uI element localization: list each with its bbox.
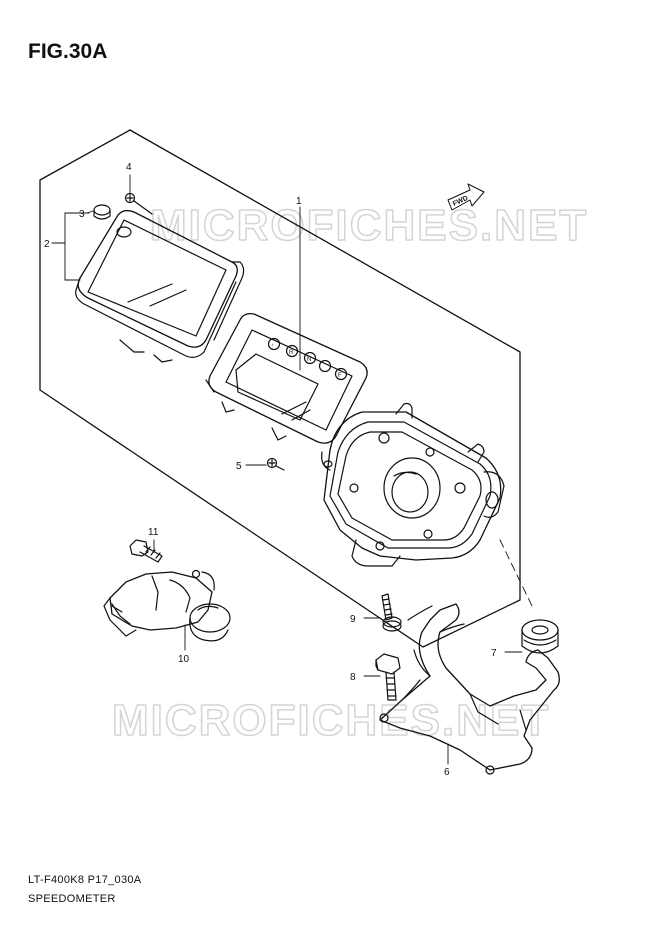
indicator-glyph: ↑ <box>271 343 274 349</box>
callout-2: 2 <box>44 239 50 250</box>
watermark-bottom: MICROFICHES.NET <box>112 696 550 745</box>
callout-9: 9 <box>350 614 356 625</box>
svg-text:F: F <box>338 373 342 379</box>
callout-5: 5 <box>236 461 242 472</box>
rubber-cap <box>93 204 111 220</box>
leader-lines <box>51 174 535 765</box>
sensor-bolt <box>129 539 163 563</box>
bolt <box>375 653 401 701</box>
watermark-top: MICROFICHES.NET <box>150 201 588 250</box>
callout-6: 6 <box>444 767 450 778</box>
callout-8: 8 <box>350 672 356 683</box>
callout-numbers: 1 2 3 4 5 6 7 8 9 10 11 <box>44 162 497 778</box>
callout-3: 3 <box>79 209 85 220</box>
callout-4: 4 <box>126 162 132 173</box>
meter-bracket <box>379 603 560 775</box>
meter-case <box>321 402 505 567</box>
callout-1: 1 <box>296 196 302 207</box>
svg-text:N: N <box>307 357 311 363</box>
speed-sensor <box>103 569 231 642</box>
callout-11: 11 <box>148 527 159 538</box>
diagram-code: LT-F400K8 P17_030A <box>28 874 142 886</box>
meter-cover <box>75 209 245 363</box>
grommet <box>521 619 559 654</box>
callout-10: 10 <box>178 654 190 665</box>
tapping-screw <box>381 593 402 632</box>
figure-title: FIG.30A <box>28 40 108 63</box>
screw-middle <box>266 457 285 471</box>
diagram-name: SPEEDOMETER <box>28 893 116 905</box>
assembly-outline <box>39 129 521 648</box>
svg-text:R: R <box>289 350 294 356</box>
lcd-panel: ↑ R N F <box>205 312 368 444</box>
callout-7: 7 <box>491 648 497 659</box>
